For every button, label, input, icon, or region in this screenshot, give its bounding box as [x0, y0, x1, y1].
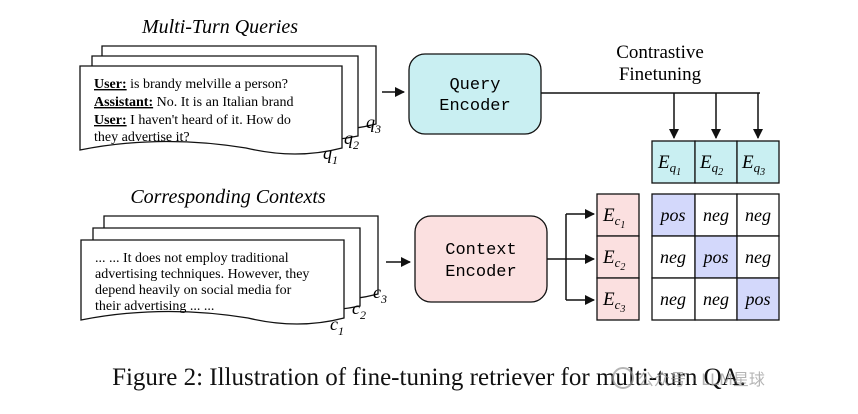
query-doc-page-1 — [79, 65, 343, 155]
matrix-cell-2-1 — [694, 277, 738, 321]
query-encoder: Query Encoder — [408, 53, 542, 135]
matrix-label-1-2: neg — [745, 247, 771, 267]
ec1-label: Ec1 — [602, 205, 625, 231]
speaker-label: Assistant: — [94, 95, 153, 110]
matrix-cell-2-0 — [651, 277, 696, 321]
matrix-label-2-2: pos — [743, 289, 770, 309]
matrix-label-0-0: pos — [658, 205, 685, 225]
matrix-label-1-0: neg — [660, 247, 686, 267]
matrix-cell-1-1 — [694, 235, 738, 279]
ec2-label: Ec2 — [602, 247, 625, 273]
eq1-cell — [651, 140, 696, 184]
matrix-label-2-1: neg — [703, 289, 729, 309]
context-encoder-label-line1: Context — [445, 241, 516, 260]
queries-title: Multi-Turn Queries — [141, 16, 298, 38]
matrix-cell-0-1 — [694, 193, 738, 237]
context-doc-text: ... ... It does not employ traditional a… — [95, 251, 313, 314]
eq2-label: Eq2 — [699, 152, 723, 178]
ec3-label: Ec3 — [602, 289, 625, 315]
context-doc-page-1 — [80, 239, 345, 325]
query-encoder-label-line1: Query — [449, 76, 500, 95]
finetune-label-line1: Contrastive — [616, 42, 704, 63]
q1-label: q1 — [323, 143, 338, 167]
utterance-text: they advertise it? — [94, 130, 190, 145]
eq3-cell — [736, 140, 780, 184]
query-embeddings: Eq1 Eq2 Eq3 — [651, 140, 780, 184]
matrix-cell-1-0 — [651, 235, 696, 279]
matrix-label-0-2: neg — [745, 205, 771, 225]
utterance-text: is brandy melville a person? — [127, 77, 288, 92]
matrix-cell-0-0 — [651, 193, 696, 237]
context-encoder: Context Encoder — [414, 215, 548, 303]
context-encoder-label-line2: Encoder — [445, 263, 516, 282]
q2-label: q2 — [344, 128, 359, 152]
c3-label: c3 — [373, 282, 387, 306]
query-encoder-label-line2: Encoder — [439, 97, 510, 116]
wechat-icon — [612, 367, 634, 389]
speaker-label: User: — [94, 77, 127, 92]
matrix-cell-2-2 — [736, 277, 780, 321]
c2-label: c2 — [352, 298, 366, 322]
q3-label: q3 — [366, 112, 381, 136]
speaker-label: User: — [94, 113, 127, 128]
ec2-cell — [596, 235, 640, 279]
query-doc-text: User: is brandy melville a person? Assis… — [94, 77, 297, 145]
matrix-cell-0-2 — [736, 193, 780, 237]
query-document-stack: User: is brandy melville a person? Assis… — [79, 45, 381, 167]
contexts-title: Corresponding Contexts — [130, 186, 326, 208]
utterance-text: I haven't heard of it. How do — [127, 113, 291, 128]
eq3-label: Eq3 — [741, 152, 765, 178]
matrix-label-1-1: pos — [701, 247, 728, 267]
similarity-matrix: pos neg neg neg pos neg neg neg pos — [651, 193, 780, 321]
figure-caption: Figure 2: Illustration of fine-tuning re… — [112, 364, 746, 391]
context-embeddings: Ec1 Ec2 Ec3 — [596, 193, 640, 321]
finetune-label-line2: Finetuning — [619, 64, 702, 85]
watermark-text: 公众号 · LLM星球 — [638, 370, 765, 389]
watermark: 公众号 · LLM星球 — [612, 366, 765, 390]
ec3-cell — [596, 277, 640, 321]
ec1-cell — [596, 193, 640, 237]
matrix-label-0-1: neg — [703, 205, 729, 225]
c1-label: c1 — [330, 314, 344, 338]
eq1-label: Eq1 — [657, 152, 681, 178]
utterance-text: No. It is an Italian brand — [153, 95, 293, 110]
context-document-stack: ... ... It does not employ traditional a… — [80, 215, 387, 338]
matrix-label-2-0: neg — [660, 289, 686, 309]
query-encoder-box — [408, 53, 542, 135]
